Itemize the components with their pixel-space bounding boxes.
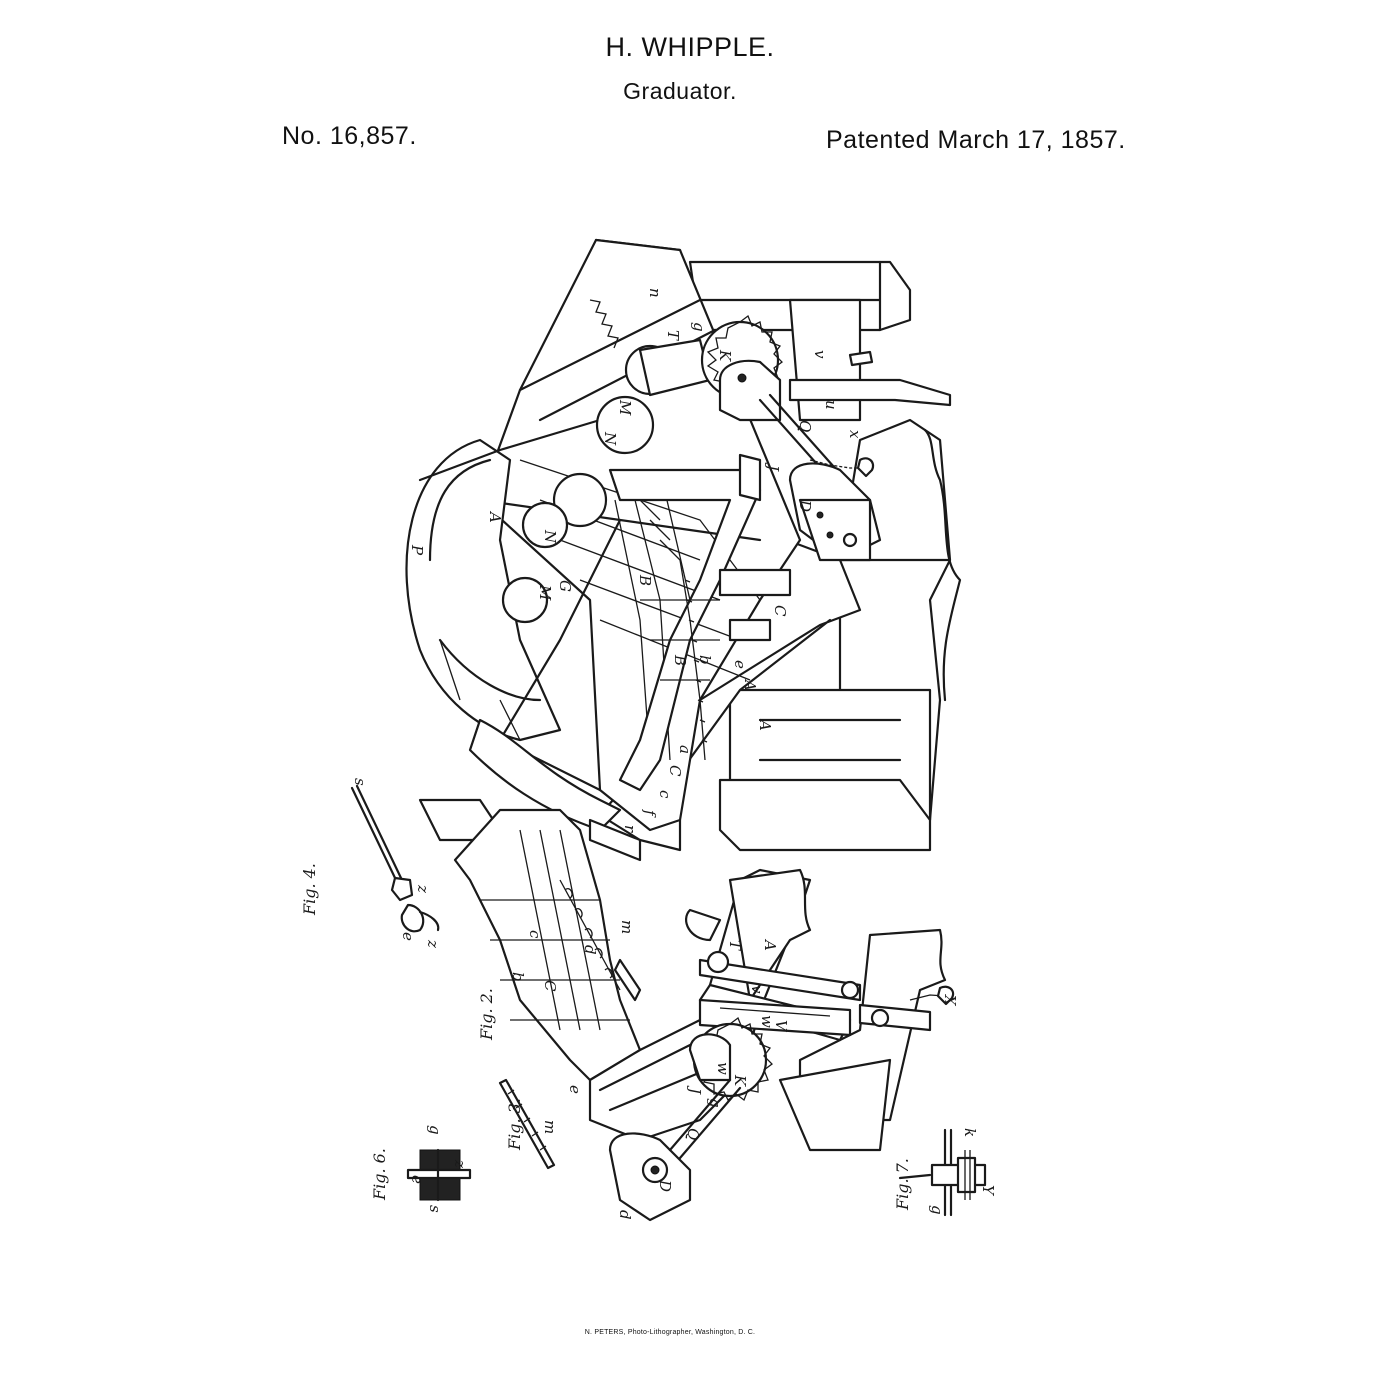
- ref-a: a: [676, 745, 694, 754]
- ref-v2: v: [748, 985, 766, 994]
- ref-c2: c: [526, 930, 544, 939]
- fig3-label: Fig. 3.: [505, 1098, 524, 1151]
- ref-e: e: [731, 660, 749, 669]
- ref-C3: C: [541, 980, 559, 992]
- ref-s: s: [351, 778, 369, 786]
- fig3-toothed-bar: [498, 1078, 556, 1170]
- ref-K: K: [716, 349, 734, 362]
- ref-P: P: [408, 544, 426, 556]
- ref-A4: A: [761, 938, 779, 951]
- ref-C2: C: [666, 765, 684, 777]
- ref-v: v: [811, 350, 829, 359]
- ref-d: d: [581, 945, 599, 955]
- ref-x: x: [846, 430, 864, 439]
- ref-b2: b: [509, 972, 527, 982]
- ref-k: k: [961, 1128, 979, 1137]
- fig2-label: Fig. 2.: [477, 988, 496, 1041]
- ref-B: B: [636, 574, 654, 586]
- ref-w2: w: [714, 1062, 732, 1075]
- ref-T: T: [664, 330, 682, 341]
- patent-date: Patented March 17, 1857.: [826, 126, 1126, 154]
- ref-D: D: [796, 499, 814, 512]
- ref-A3: A: [756, 718, 774, 731]
- ref-z: z: [414, 884, 432, 893]
- ref-z2: z: [424, 939, 442, 948]
- ref-c: c: [656, 790, 674, 799]
- fig4-rod: [350, 784, 440, 933]
- ref-Q: Q: [796, 420, 814, 432]
- patent-number: No. 16,857.: [282, 122, 417, 150]
- ref-X: X: [941, 994, 959, 1007]
- ref-M2: M: [536, 584, 554, 601]
- ref-Y: Y: [979, 1185, 997, 1197]
- invention-title: Graduator.: [623, 78, 737, 104]
- fig4-label: Fig. 4.: [300, 863, 319, 916]
- inventor-name: H. WHIPPLE.: [605, 32, 775, 62]
- ref-w: w: [758, 1015, 776, 1028]
- ref-z3: z: [451, 1159, 469, 1168]
- ref-K2: K: [731, 1074, 749, 1087]
- ref-D2: D: [656, 1179, 674, 1192]
- ref-m: m: [618, 920, 636, 934]
- fig6-block: [406, 1148, 472, 1202]
- ref-A2: A: [741, 678, 759, 691]
- ref-u: u: [822, 400, 840, 410]
- ref-m2: m: [541, 1120, 559, 1134]
- fig2-machine: [418, 798, 955, 1222]
- ref-g3: g: [426, 1125, 444, 1135]
- fig7-shaft: [898, 1128, 987, 1217]
- ref-e2: e: [566, 1085, 584, 1094]
- ref-N: N: [601, 431, 619, 446]
- figure-labels: Fig. 4. Fig. 2. Fig. 3. Fig. 6. Fig. 7.: [300, 863, 912, 1211]
- ref-N2: N: [541, 529, 559, 544]
- ref-e3: e: [399, 932, 417, 941]
- ref-T2: T: [726, 940, 744, 951]
- fig1-main-machine: [405, 238, 962, 852]
- ref-G: G: [556, 580, 574, 592]
- ref-s2: s: [426, 1205, 444, 1213]
- ref-M: M: [616, 399, 634, 416]
- ref-d2: d: [616, 1210, 634, 1220]
- ref-J: J: [764, 462, 782, 472]
- ref-B2: B: [671, 654, 689, 666]
- fig7-label: Fig. 7.: [893, 1158, 912, 1211]
- fig6-label: Fig. 6.: [370, 1148, 389, 1201]
- ref-Q2: Q: [684, 1128, 702, 1140]
- ref-C: C: [771, 605, 789, 617]
- ref-r: r: [621, 825, 639, 833]
- ref-V: V: [772, 1020, 790, 1033]
- ref-e4: e: [408, 1175, 426, 1184]
- ref-g4: g: [928, 1205, 946, 1215]
- lithographer-credit: N. PETERS, Photo-Lithographer, Washingto…: [584, 1329, 756, 1336]
- ref-g: g: [690, 322, 708, 332]
- ref-f: f: [641, 809, 659, 818]
- ref-A: A: [486, 510, 504, 523]
- ref-n: n: [646, 288, 664, 298]
- ref-g2: g: [706, 1098, 724, 1108]
- ref-J2: J: [686, 1085, 704, 1095]
- reference-letters: n T g K M N Q x v u J D A P M G N B C A …: [351, 288, 997, 1220]
- ref-b: b: [696, 655, 714, 665]
